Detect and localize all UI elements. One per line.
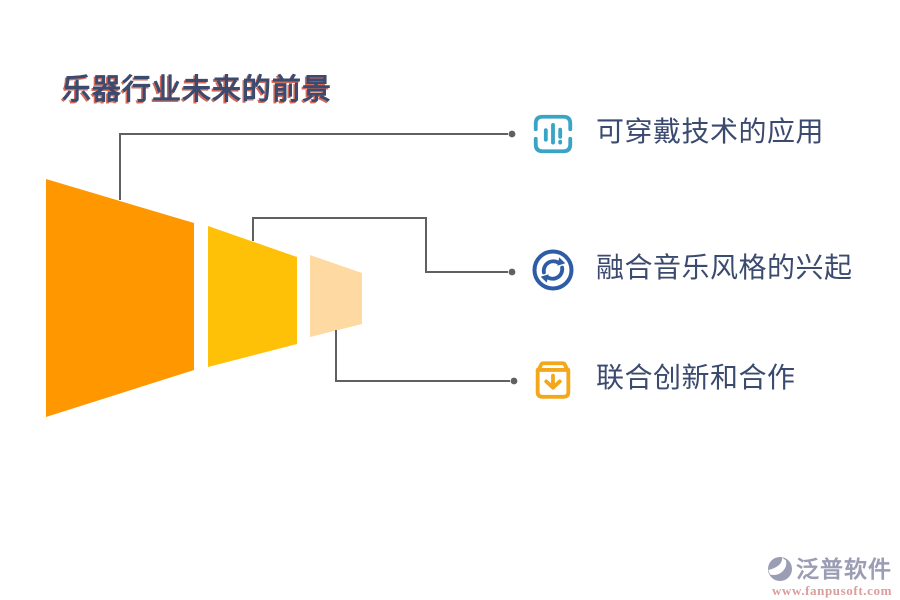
item-label: 可穿戴技术的应用 (596, 117, 825, 148)
brand-name: 泛普软件 (796, 556, 892, 582)
connector-dot-3 (510, 377, 518, 385)
connector-line-3 (335, 330, 510, 382)
item-label: 融合音乐风格的兴起 (596, 253, 853, 284)
page-title: 乐器行业未来的前景 (62, 74, 333, 106)
connector-line-2 (252, 217, 508, 273)
connector-dot-1 (508, 130, 516, 138)
brand-logo-icon (768, 557, 792, 581)
funnel-segment-2 (208, 226, 297, 367)
sync-icon (532, 249, 574, 291)
list-item-wearable-tech: 可穿戴技术的应用 (530, 111, 824, 157)
funnel-segment-1 (46, 179, 194, 417)
list-item-joint-innovation: 联合创新和合作 (530, 357, 796, 403)
brand-watermark: 泛普软件 www.fanpusoft.com (767, 556, 892, 597)
funnel-segment-3 (310, 255, 362, 337)
connector-dot-2 (508, 268, 516, 276)
bar-chart-icon (533, 114, 573, 154)
box-download-icon (535, 361, 571, 399)
item-label: 联合创新和合作 (596, 363, 796, 394)
list-item-fusion-music: 融合音乐风格的兴起 (530, 247, 853, 293)
brand-url: www.fanpusoft.com (772, 583, 892, 598)
connector-line-1 (119, 133, 508, 200)
